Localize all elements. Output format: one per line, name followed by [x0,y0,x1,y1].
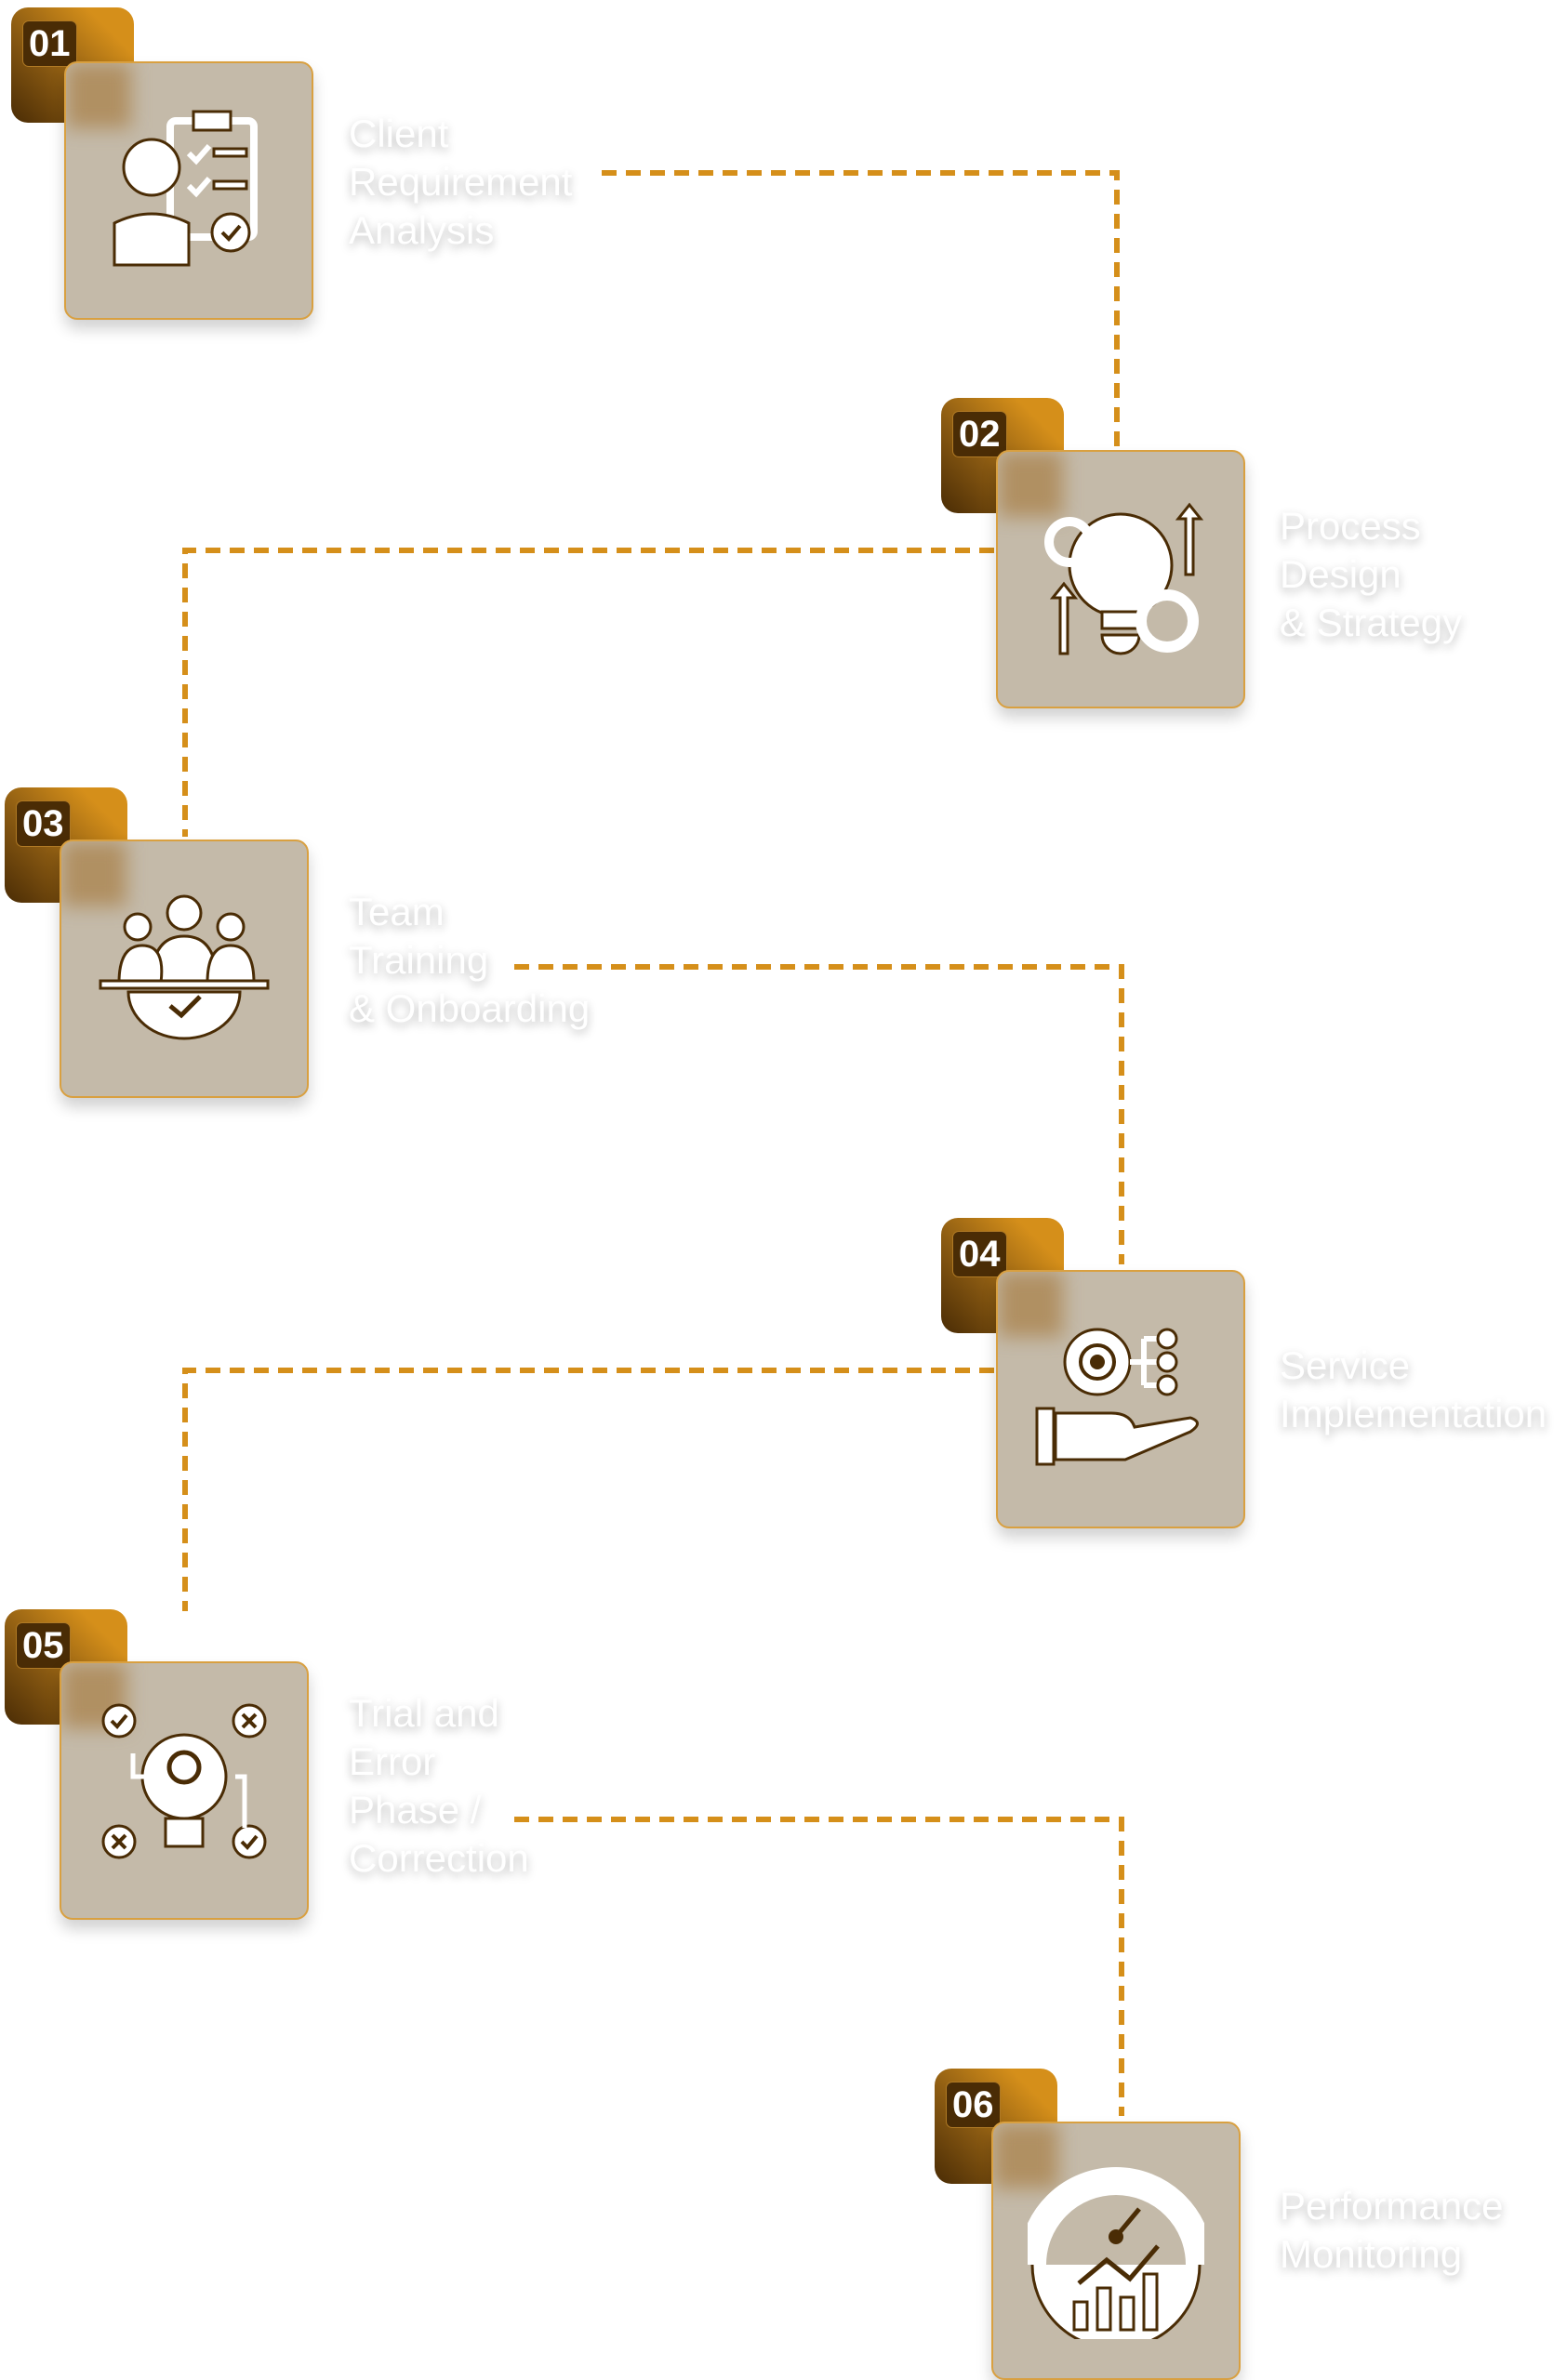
step-number: 05 [16,1622,71,1669]
client-checklist-icon [113,110,258,267]
connector-2-3 [182,548,994,837]
step-card [996,450,1245,708]
step-number: 02 [952,411,1007,457]
card-glass-blur [66,63,131,128]
lightbulb-gears-icon [1044,502,1204,655]
connector-1-2 [602,170,1120,446]
step-label-line: Requirement [349,160,573,204]
step-label-line: Trial and [349,1691,499,1735]
step-number: 04 [952,1231,1007,1277]
hand-gear-icon [1035,1328,1199,1466]
card-glass-blur [993,2123,1058,2188]
step-label-line: Team [349,890,445,933]
step-label-line: Implementation [1280,1392,1547,1435]
step-label-line: Phase / [349,1788,482,1831]
step-label-line: Client [349,112,449,155]
card-glass-blur [998,452,1063,517]
step-label-line: Correction [349,1836,529,1880]
gauge-chart-icon [1028,2167,1204,2339]
team-gear-icon [99,894,270,1040]
step-card [60,840,309,1098]
connector-3-4 [514,964,1124,1264]
step-label-line: Process [1280,504,1421,548]
step-label-line: Analysis [349,208,495,252]
step-label-line: & Strategy [1280,601,1463,644]
step-label-line: Monitoring [1280,2232,1463,2276]
step-card [60,1661,309,1920]
step-number: 06 [946,2082,1001,2128]
connector-5-6 [514,1817,1124,2116]
step-card [996,1270,1245,1528]
step-number: 03 [16,800,71,847]
step-label-line: & Onboarding [349,986,591,1030]
step-label-line: Performance [1280,2184,1504,2228]
step-label-line: Training [349,938,489,982]
step-label-line: Service [1280,1343,1411,1387]
connector-4-5 [182,1368,994,1611]
lightbulb-check-cross-icon [101,1703,267,1859]
step-number: 01 [22,20,77,67]
step-label-line: Error [349,1739,436,1783]
step-label-line: Design [1280,552,1401,596]
step-card [991,2122,1241,2380]
card-glass-blur [998,1272,1063,1337]
step-card [64,61,313,320]
card-glass-blur [61,841,126,906]
